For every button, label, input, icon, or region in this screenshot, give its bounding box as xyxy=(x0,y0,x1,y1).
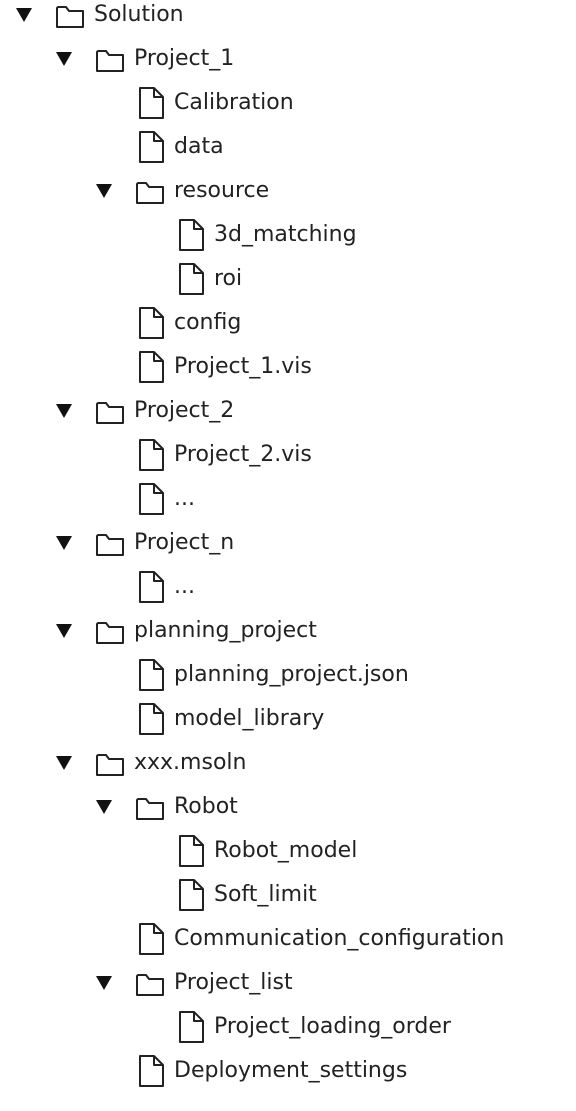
file-icon xyxy=(136,1054,166,1092)
tree-item-label: xxx.msoln xyxy=(134,750,247,775)
folder-icon xyxy=(135,177,165,211)
chevron-down-icon[interactable] xyxy=(56,536,72,550)
tree-item-label: 3d_matching xyxy=(214,222,357,247)
folder-icon xyxy=(55,1,85,35)
file-icon xyxy=(136,570,166,608)
tree-item-label: Project_2.vis xyxy=(174,442,312,467)
folder-icon xyxy=(95,749,125,783)
file-icon xyxy=(136,922,166,960)
file-icon xyxy=(176,834,206,872)
tree-item-label: Solution xyxy=(94,2,184,27)
chevron-down-icon[interactable] xyxy=(56,404,72,418)
file-icon xyxy=(136,350,166,388)
file-icon xyxy=(136,658,166,696)
file-icon xyxy=(176,218,206,256)
tree-item-label: Deployment_settings xyxy=(174,1058,408,1083)
tree-folder-row[interactable]: resource xyxy=(0,172,576,216)
tree-file-row[interactable]: model_library xyxy=(0,700,576,744)
tree-file-row[interactable]: Project_loading_order xyxy=(0,1008,576,1052)
tree-item-label: Project_2 xyxy=(134,398,235,423)
tree-file-row[interactable]: config xyxy=(0,304,576,348)
tree-item-label: Communication_configuration xyxy=(174,926,505,951)
tree-item-label: ... xyxy=(174,574,195,599)
chevron-down-icon[interactable] xyxy=(96,800,112,814)
folder-icon xyxy=(95,529,125,563)
file-icon xyxy=(136,306,166,344)
folder-icon xyxy=(95,617,125,651)
tree-item-label: Project_loading_order xyxy=(214,1014,451,1039)
tree-folder-row[interactable]: Project_2 xyxy=(0,392,576,436)
file-icon xyxy=(136,702,166,740)
tree-item-label: Project_list xyxy=(174,970,293,995)
folder-icon xyxy=(95,397,125,431)
tree-file-row[interactable]: Deployment_settings xyxy=(0,1052,576,1096)
tree-file-row[interactable]: ... xyxy=(0,480,576,524)
folder-icon xyxy=(135,793,165,827)
tree-item-label: resource xyxy=(174,178,270,203)
tree-file-row[interactable]: Calibration xyxy=(0,84,576,128)
tree-file-row[interactable]: data xyxy=(0,128,576,172)
file-icon xyxy=(136,86,166,124)
tree-item-label: ... xyxy=(174,486,195,511)
tree-item-label: Robot xyxy=(174,794,238,819)
tree-item-label: planning_project xyxy=(134,618,317,643)
tree-item-label: Calibration xyxy=(174,90,294,115)
file-icon xyxy=(176,878,206,916)
tree-folder-row[interactable]: Project_list xyxy=(0,964,576,1008)
file-icon xyxy=(176,1010,206,1048)
tree-item-label: roi xyxy=(214,266,243,291)
tree-item-label: model_library xyxy=(174,706,325,731)
chevron-down-icon[interactable] xyxy=(56,756,72,770)
tree-folder-row[interactable]: Project_1 xyxy=(0,40,576,84)
folder-icon xyxy=(135,969,165,1003)
file-icon xyxy=(136,130,166,168)
tree-file-row[interactable]: Soft_limit xyxy=(0,876,576,920)
tree-folder-row[interactable]: Robot xyxy=(0,788,576,832)
chevron-down-icon[interactable] xyxy=(96,184,112,198)
tree-item-label: Project_n xyxy=(134,530,235,555)
chevron-down-icon[interactable] xyxy=(96,976,112,990)
tree-file-row[interactable]: Project_2.vis xyxy=(0,436,576,480)
chevron-down-icon[interactable] xyxy=(16,8,32,22)
file-icon xyxy=(136,482,166,520)
chevron-down-icon[interactable] xyxy=(56,624,72,638)
tree-folder-row[interactable]: Solution xyxy=(0,0,576,40)
tree-file-row[interactable]: roi xyxy=(0,260,576,304)
tree-item-label: data xyxy=(174,134,224,159)
file-icon xyxy=(176,262,206,300)
file-icon xyxy=(136,438,166,476)
tree-item-label: Robot_model xyxy=(214,838,358,863)
chevron-down-icon[interactable] xyxy=(56,52,72,66)
tree-item-label: planning_project.json xyxy=(174,662,409,687)
folder-icon xyxy=(95,45,125,79)
tree-file-row[interactable]: 3d_matching xyxy=(0,216,576,260)
tree-file-row[interactable]: Project_1.vis xyxy=(0,348,576,392)
tree-folder-row[interactable]: Project_n xyxy=(0,524,576,568)
tree-file-row[interactable]: Communication_configuration xyxy=(0,920,576,964)
tree-folder-row[interactable]: xxx.msoln xyxy=(0,744,576,788)
tree-item-label: Project_1.vis xyxy=(174,354,312,379)
tree-file-row[interactable]: planning_project.json xyxy=(0,656,576,700)
tree-item-label: Soft_limit xyxy=(214,882,317,907)
tree-folder-row[interactable]: planning_project xyxy=(0,612,576,656)
tree-file-row[interactable]: ... xyxy=(0,568,576,612)
tree-item-label: Project_1 xyxy=(134,46,235,71)
tree-item-label: config xyxy=(174,310,242,335)
tree-file-row[interactable]: Robot_model xyxy=(0,832,576,876)
